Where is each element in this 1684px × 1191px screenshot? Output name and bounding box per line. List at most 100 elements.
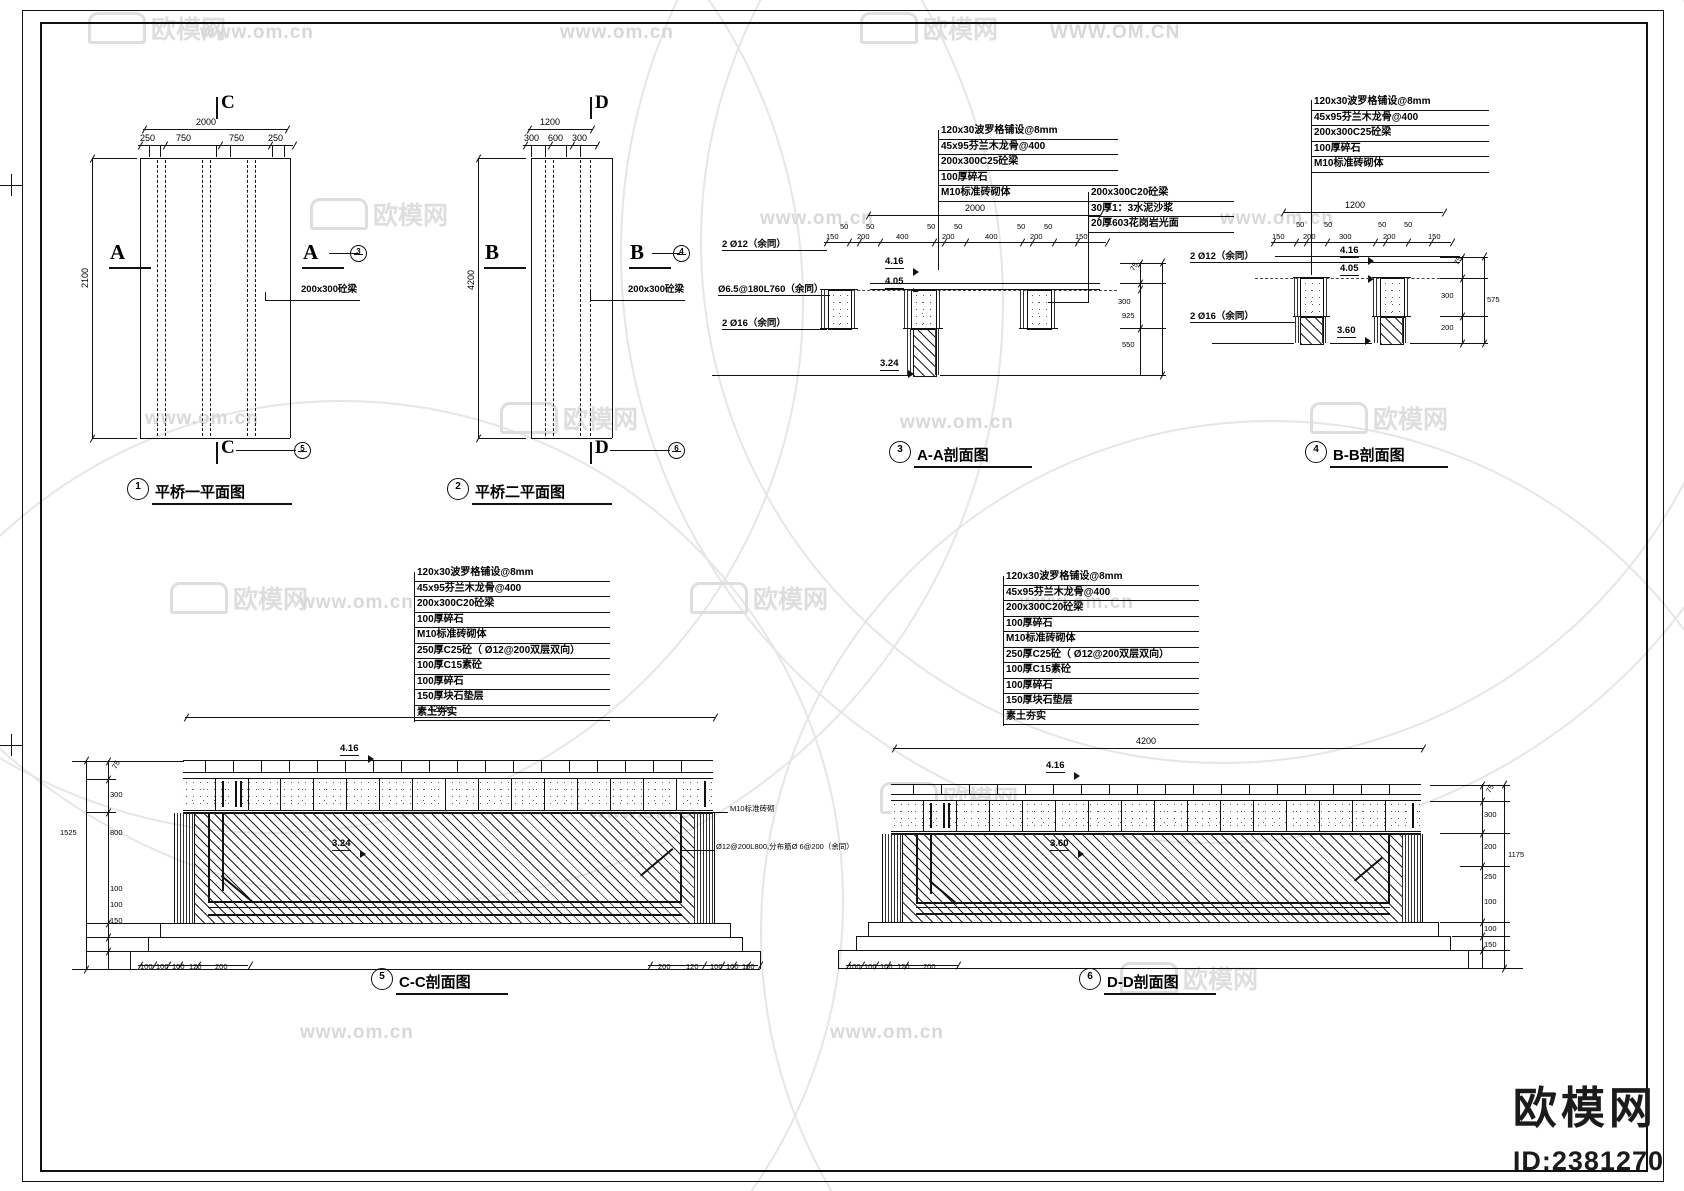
note-line: 120x30波罗格铺设@8mm	[1311, 95, 1489, 111]
view-ref-4-num: 4	[679, 246, 684, 256]
view-ref-5[interactable]: 5	[294, 442, 311, 459]
view-ref-5-num: 5	[300, 443, 305, 453]
dim-chain: 200	[1030, 232, 1043, 241]
note-line: 250厚C25砼（ Ø12@200双层双向）	[1003, 648, 1199, 663]
note-line: 100厚碎石	[414, 613, 610, 628]
beam-note-2: 200x300砼梁	[628, 284, 684, 295]
dim-bottom-dd: 100	[880, 962, 893, 971]
dim-bottom-dd: 200	[923, 962, 936, 971]
view-number-6[interactable]: 6	[1079, 968, 1101, 990]
dim-vert-150-cc: 150	[110, 916, 123, 925]
dim-vert-200-dd: 200	[1484, 842, 1497, 851]
dim-50: 50	[954, 222, 963, 231]
note-line: M10标准砖砌体	[938, 186, 1118, 202]
dim-overall-top: 2000	[196, 117, 217, 127]
view-number-1[interactable]: 1	[127, 478, 149, 500]
note-line: 100厚C15素砼	[1003, 663, 1199, 679]
dim-vert-100b-cc: 100	[110, 900, 123, 909]
annot-m10: M10标准砖砌	[730, 804, 775, 813]
dim-overall-left: 2100	[80, 267, 90, 288]
sheet-border-inner	[40, 22, 1648, 1172]
crop-mark	[11, 734, 12, 756]
section-mark-b-right: B	[630, 240, 645, 264]
dim-vert-150-dd: 150	[1484, 940, 1497, 949]
view-number-5[interactable]: 5	[371, 968, 393, 990]
note-line: 45x95芬兰木龙骨@400	[1003, 586, 1199, 601]
material-notes-aa: 120x30波罗格铺设@8mm 45x95芬兰木龙骨@400 200x300C2…	[938, 124, 1118, 202]
dim-vert-300-bb: 300	[1441, 291, 1454, 300]
dim-overall-top: 1200	[540, 117, 561, 127]
dim-vert-100a-cc: 100	[110, 884, 123, 893]
dim-50: 50	[866, 222, 875, 231]
view-number-2[interactable]: 2	[447, 478, 469, 500]
note-line: 100厚C15素砼	[414, 659, 610, 675]
dim-vert-550: 550	[1122, 340, 1135, 349]
level-4-05-bb: 4.05	[1340, 263, 1359, 276]
dim-overall-cc: 4200	[428, 704, 449, 714]
note-line: 100厚碎石	[1311, 142, 1489, 157]
level-3-60-dd: 3.60	[1050, 838, 1069, 851]
dim-50: 50	[1296, 220, 1305, 229]
view-ref-3[interactable]: 3	[350, 245, 367, 262]
note-line: 100厚碎石	[1003, 617, 1199, 632]
view-title-4: B-B剖面图	[1333, 447, 1405, 464]
dim-50: 50	[1404, 220, 1413, 229]
dim-50: 50	[840, 222, 849, 231]
note-line: 200x300C25砼梁	[938, 155, 1118, 171]
dim-vert-1525-cc: 1525	[60, 828, 77, 837]
level-3-24: 3.24	[880, 358, 899, 371]
material-notes-aa-right: 200x300C20砼梁 30厚1：3水泥沙浆 20厚603花岗岩光面	[1088, 186, 1234, 233]
dim-50: 50	[927, 222, 936, 231]
view-number-3[interactable]: 3	[889, 441, 911, 463]
note-line: 100厚碎石	[938, 171, 1118, 186]
note-line: 45x95芬兰木龙骨@400	[1311, 111, 1489, 126]
sheet-border-outer	[22, 10, 1664, 1182]
dim-chain: 200	[1383, 232, 1396, 241]
note-line: 150厚块石垫层	[414, 690, 610, 706]
note-line: 250厚C25砼（ Ø12@200双层双向）	[414, 644, 610, 659]
level-4-16-dd: 4.16	[1046, 760, 1065, 773]
note-line: 45x95芬兰木龙骨@400	[414, 582, 610, 597]
crop-mark	[11, 174, 12, 196]
note-line: 20厚603花岗岩光面	[1088, 217, 1234, 233]
dim-bottom-cc: 120	[189, 962, 202, 971]
section-mark-b-left: B	[485, 240, 500, 264]
dim-vert-300-cc: 300	[110, 790, 123, 799]
note-line: 120x30波罗格铺设@8mm	[938, 124, 1118, 140]
section-mark-c-bottom: C	[221, 437, 235, 458]
dim-overall-left: 4200	[466, 269, 476, 290]
level-4-16: 4.16	[885, 256, 904, 269]
view-ref-6-num: 6	[674, 443, 679, 453]
note-line: 120x30波罗格铺设@8mm	[1003, 570, 1199, 586]
dim-vert-200-bb: 200	[1441, 323, 1454, 332]
material-notes-dd: 120x30波罗格铺设@8mm 45x95芬兰木龙骨@400 200x300C2…	[1003, 570, 1199, 725]
rebar-note-12: 2 Ø12（余同）	[722, 239, 786, 250]
dim-vert-100a-dd: 100	[1484, 897, 1497, 906]
dim-chain-1: 250	[140, 133, 156, 143]
dim-50: 50	[1378, 220, 1387, 229]
dim-vert-800-cc: 800	[110, 828, 123, 837]
level-4-16-bb: 4.16	[1340, 245, 1359, 258]
dim-bottom-r-cc: 100	[726, 962, 739, 971]
view-ref-4[interactable]: 4	[673, 245, 690, 262]
dim-bottom-cc: 200	[215, 962, 228, 971]
dim-bottom-r-cc: 120	[686, 962, 699, 971]
dim-overall-aa: 2000	[965, 203, 986, 213]
rebar-note-stirrup: Ø6.5@180L760（余同）	[718, 284, 824, 295]
note-line: M10标准砖砌体	[414, 628, 610, 644]
view-title-1: 平桥一平面图	[155, 484, 246, 501]
dim-chain: 200	[942, 232, 955, 241]
view-ref-6[interactable]: 6	[668, 442, 685, 459]
view-number-4-text: 4	[1313, 443, 1319, 455]
note-line: M10标准砖砌体	[1311, 157, 1489, 173]
dim-bottom-dd: 100	[848, 962, 861, 971]
brand-id-block: 欧模网 ID:2381270	[1513, 1072, 1664, 1177]
dim-vert-1175-dd: 1175	[1508, 850, 1525, 859]
view-ref-3-num: 3	[356, 246, 361, 256]
note-line: 45x95芬兰木龙骨@400	[938, 140, 1118, 155]
dim-chain: 150	[826, 232, 839, 241]
dim-bottom-r-cc: 100	[710, 962, 723, 971]
view-number-4[interactable]: 4	[1305, 441, 1327, 463]
dim-chain: 150	[1272, 232, 1285, 241]
